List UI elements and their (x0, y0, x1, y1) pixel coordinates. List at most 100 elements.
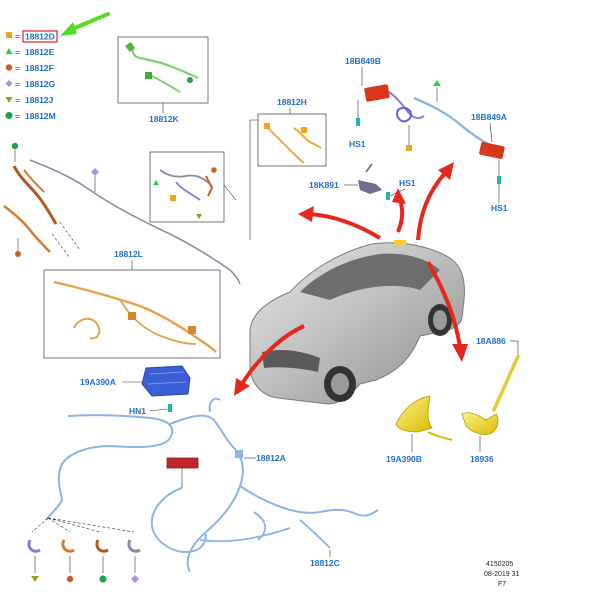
part-18B849A[interactable]: 18B849A HS1 (471, 112, 508, 213)
harness-wire (3, 204, 51, 253)
antenna-mast-icon (492, 354, 520, 412)
legend-equals: = (15, 79, 20, 89)
part-18A886[interactable]: 18A886 (476, 336, 520, 412)
module-icon (364, 84, 390, 102)
legend-item-18812J[interactable]: = 18812J (5, 95, 54, 105)
legend-equals: = (15, 95, 20, 105)
connector-purple (27, 539, 41, 553)
harness-wire (12, 165, 58, 225)
connector-icon (125, 42, 135, 52)
detail-box-connectors (149, 151, 237, 223)
part-label: 18812K (149, 114, 180, 124)
module-icon (479, 142, 505, 159)
connector-icon (187, 77, 193, 83)
part-label: 18K891 (309, 180, 339, 190)
legend-item-18812G[interactable]: = 18812G (5, 79, 56, 89)
harness-wire (265, 125, 305, 164)
part-18936[interactable]: 18936 (461, 412, 499, 464)
connector-grey (127, 539, 141, 553)
legend-code: 18812M (25, 111, 56, 121)
pointer-arrow-icon (60, 12, 110, 36)
harness-18812L-assembly[interactable]: 18812L (3, 142, 241, 359)
legend-code: 18812G (25, 79, 56, 89)
legend-equals: = (15, 31, 20, 41)
harness-wire (239, 485, 379, 517)
vehicle-illustration (249, 240, 465, 405)
legend-item-18812M[interactable]: = 18812M (5, 111, 56, 121)
part-label: 18B849A (471, 112, 507, 122)
redacted-label (166, 457, 199, 469)
legend-equals: = (15, 111, 20, 121)
part-label: 18812H (277, 97, 307, 107)
harness-wire (413, 96, 493, 148)
drawing-ref: 4150205 (486, 561, 513, 568)
part-label: 18A886 (476, 336, 506, 346)
detail-box (257, 113, 327, 167)
part-label: 19A390A (80, 377, 116, 387)
part-19A390A[interactable]: 19A390A HN1 (80, 365, 191, 416)
triangle-up-icon (433, 80, 441, 86)
fastener-label: HN1 (129, 406, 146, 416)
harness-wire (29, 159, 241, 285)
harness-wire (149, 74, 181, 93)
screw-icon (356, 118, 360, 126)
connector-icon (188, 326, 196, 334)
part-18K891[interactable]: 18K891 HS1 (309, 163, 416, 200)
triangle-up-icon (5, 48, 13, 54)
part-label: 18B849B (345, 56, 381, 66)
harness-wire (159, 169, 213, 187)
legend: = 18812D = 18812E = 18812F = 18812G = 18… (5, 12, 110, 121)
legend-equals: = (15, 47, 20, 57)
harness-wire (175, 181, 201, 201)
legend-code: 18812D (25, 32, 55, 42)
sensor-lead (365, 163, 373, 173)
square-icon (6, 32, 12, 38)
part-18812K[interactable]: 18812K (117, 36, 209, 124)
circle-icon (5, 64, 13, 71)
part-18812H[interactable]: 18812H (249, 97, 327, 240)
harness-wire (53, 280, 217, 353)
square-icon (170, 195, 176, 201)
harness-wire (253, 511, 267, 541)
connector-icon (145, 72, 152, 79)
module-detail (147, 371, 187, 385)
legend-item-18812E[interactable]: = 18812E (5, 47, 55, 57)
triangle-down-icon (5, 97, 13, 103)
drawing-footer: 4150205 08-2019 31 F7 (484, 561, 520, 588)
triangle-down-icon (196, 214, 202, 219)
harness-loop (73, 317, 101, 340)
legend-item-18812D[interactable]: = 18812D (6, 30, 58, 43)
connector-icon (301, 127, 307, 133)
connector-callouts (27, 517, 141, 583)
circle-icon (15, 251, 21, 257)
detail-box (149, 151, 225, 223)
connector-icon (128, 312, 136, 320)
antenna-base-icon (461, 412, 499, 435)
fastener-label: HS1 (399, 178, 416, 188)
harness-wire (199, 527, 291, 543)
part-18B849B[interactable]: 18B849B HS1 (345, 56, 493, 151)
legend-item-18812F[interactable]: = 18812F (5, 63, 54, 73)
harness-wire (293, 127, 322, 149)
shark-fin-antenna-icon (395, 395, 433, 433)
leader-line (489, 122, 493, 143)
diamond-icon (131, 575, 139, 583)
fastener-label: HS1 (491, 203, 508, 213)
leader-line (51, 221, 81, 259)
leader-line (223, 184, 237, 201)
circle-icon (66, 575, 74, 583)
screw-icon (497, 176, 501, 184)
harness-18812A[interactable]: 18812A 18812C (45, 397, 379, 573)
leader-line (249, 119, 258, 240)
part-label: 18812L (114, 249, 143, 259)
triangle-down-icon (31, 576, 39, 582)
part-label: 18936 (470, 454, 494, 464)
harness-wire (45, 414, 174, 521)
legend-code: 18812E (25, 47, 55, 57)
circle-icon (211, 167, 217, 173)
detail-box (43, 269, 221, 359)
sensor-icon (358, 180, 382, 194)
part-19A390B[interactable]: 19A390B (386, 395, 453, 464)
harness-wire (388, 91, 425, 120)
connector-icon (264, 123, 270, 129)
